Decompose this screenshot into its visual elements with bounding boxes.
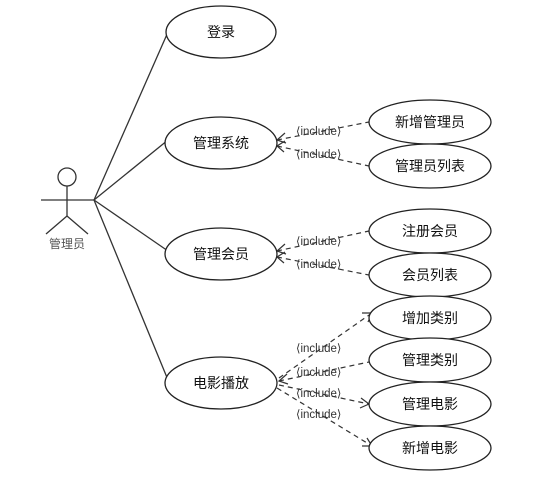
use-case-manage-system-label: 管理系统 — [193, 136, 249, 152]
use-case-add-category-label: 增加类别 — [402, 311, 458, 327]
rel-label-add-movie: ⟨include⟩ — [296, 408, 341, 421]
use-case-member-list-label: 会员列表 — [402, 268, 458, 284]
use-case-login-label: 登录 — [207, 25, 235, 41]
include-manage-category-arrow — [277, 373, 289, 385]
rel-label-admin-list: ⟨include⟩ — [296, 148, 341, 161]
use-case-member-list[interactable]: 会员列表 — [368, 252, 492, 298]
use-case-add-movie[interactable]: 新增电影 — [368, 425, 492, 471]
use-case-login-shape — [165, 5, 277, 59]
use-case-manage-members-shape — [164, 227, 278, 281]
use-case-manage-members[interactable]: 管理会员 — [164, 227, 278, 281]
include-admin-list — [276, 145, 370, 167]
include-manage-category — [278, 361, 370, 382]
include-manage-movie — [278, 384, 370, 405]
use-case-add-movie-label: 新增电影 — [402, 441, 458, 457]
actor-left-leg — [45, 215, 68, 235]
rel-label-register-member: ⟨include⟩ — [296, 235, 341, 248]
rel-label-manage-movie: ⟨include⟩ — [296, 387, 341, 400]
use-case-manage-category[interactable]: 管理类别 — [368, 337, 492, 383]
use-case-add-admin[interactable]: 新增管理员 — [368, 99, 492, 145]
assoc-movie-play — [93, 199, 169, 381]
include-add-movie — [276, 387, 373, 447]
include-register-member — [276, 230, 370, 252]
assoc-login — [93, 31, 169, 201]
use-case-movie-play-shape — [164, 356, 278, 410]
use-case-admin-list-label: 管理员列表 — [395, 159, 465, 175]
assoc-manage-system — [93, 139, 169, 201]
use-case-manage-system-shape — [164, 116, 278, 170]
use-case-movie-play-label: 电影播放 — [193, 376, 249, 392]
actor-right-leg — [66, 215, 89, 235]
use-case-manage-system[interactable]: 管理系统 — [164, 116, 278, 170]
use-case-register-member-label: 注册会员 — [402, 224, 458, 240]
include-add-admin — [276, 121, 370, 141]
actor-head — [57, 167, 77, 187]
rel-label-add-admin: ⟨include⟩ — [296, 125, 341, 138]
use-case-add-category[interactable]: 增加类别 — [368, 295, 492, 341]
rel-label-manage-category: ⟨include⟩ — [296, 366, 341, 379]
use-case-login[interactable]: 登录 — [165, 5, 277, 59]
assoc-manage-members — [93, 199, 169, 252]
use-case-add-movie-shape — [368, 425, 492, 471]
use-case-movie-play[interactable]: 电影播放 — [164, 356, 278, 410]
include-member-list — [276, 256, 370, 276]
rel-label-add-category: ⟨include⟩ — [296, 342, 341, 355]
use-case-manage-members-label: 管理会员 — [193, 247, 249, 263]
use-case-manage-movie-label: 管理电影 — [402, 397, 458, 413]
use-case-manage-movie[interactable]: 管理电影 — [368, 381, 492, 427]
include-add-category — [278, 312, 373, 379]
actor-name: 管理员 — [49, 236, 85, 251]
rel-label-member-list: ⟨include⟩ — [296, 258, 341, 271]
actor-figure: 管理员 — [41, 167, 94, 251]
include-manage-movie-arrow — [359, 397, 371, 409]
use-case-admin-list[interactable]: 管理员列表 — [368, 143, 492, 189]
use-case-manage-category-label: 管理类别 — [402, 353, 458, 369]
use-case-admin-list-shape — [368, 143, 492, 189]
use-case-register-member[interactable]: 注册会员 — [368, 208, 492, 254]
use-case-add-admin-label: 新增管理员 — [395, 115, 465, 131]
